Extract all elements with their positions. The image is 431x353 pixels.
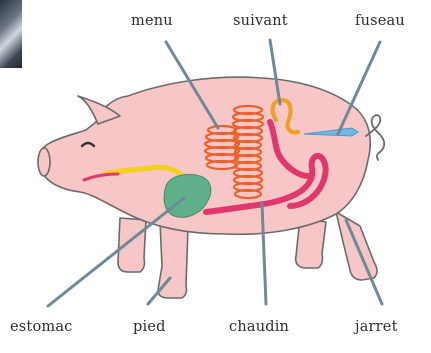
front-leg-back [118,218,146,272]
label-jarret: jarret [355,320,398,335]
label-menu: menu [131,14,173,29]
label-fuseau: fuseau [355,14,405,29]
label-chaudin: chaudin [229,320,289,335]
label-pied: pied [133,320,166,335]
label-estomac: estomac [10,320,73,335]
pig-snout [38,148,50,176]
label-suivant: suivant [233,14,288,29]
